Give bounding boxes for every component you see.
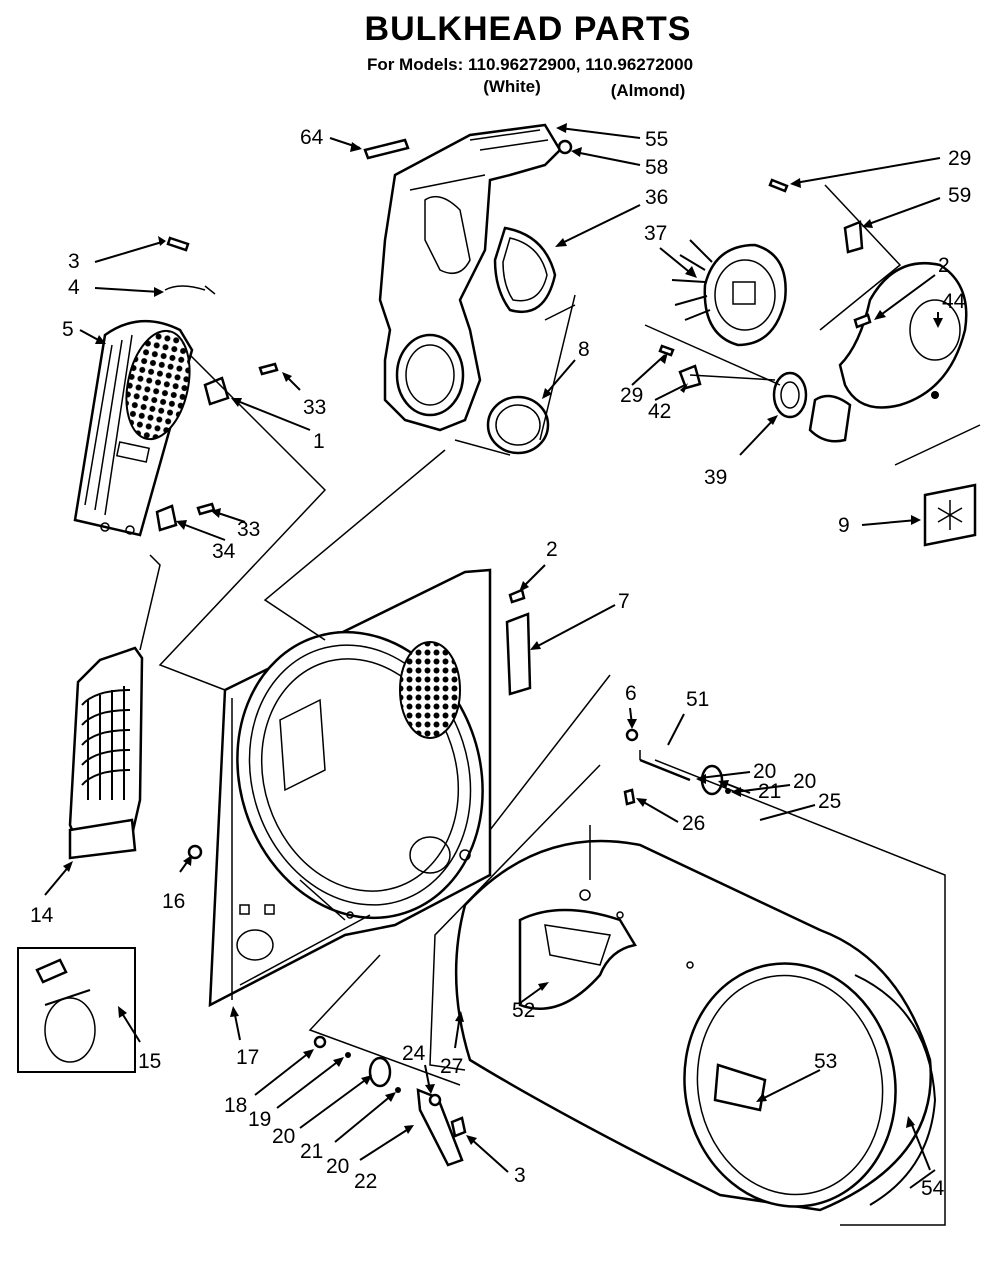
part-33-screw-b xyxy=(196,502,216,516)
callout-59: 59 xyxy=(948,184,971,207)
part-59-bracket xyxy=(843,220,864,254)
part-14-heater xyxy=(68,646,144,860)
callout-36: 36 xyxy=(645,186,668,209)
callout-6: 6 xyxy=(625,682,637,705)
part-26-clip xyxy=(623,788,636,806)
part-19-washer xyxy=(345,1052,351,1058)
models-line: For Models: 110.96272900, 110.96272000 xyxy=(367,55,693,74)
part-2-screw-a xyxy=(853,313,872,329)
callout-8: 8 xyxy=(578,338,590,361)
part-25-drum xyxy=(454,839,937,1212)
part-9-label xyxy=(923,483,977,547)
part-21-roller-b xyxy=(368,1056,392,1088)
callout-58: 58 xyxy=(645,156,668,179)
callout-19: 19 xyxy=(248,1108,271,1131)
part-5-lint-filter xyxy=(73,319,194,537)
callout-27: 27 xyxy=(440,1055,463,1078)
callout-44: 44 xyxy=(942,290,966,313)
callout-64: 64 xyxy=(300,126,324,149)
part-44-blower-housing xyxy=(808,261,968,443)
callout-2-a: 2 xyxy=(938,254,950,277)
part-18-nut xyxy=(313,1035,327,1049)
variant-white: (White) xyxy=(483,77,541,96)
page-title: BULKHEAD PARTS xyxy=(365,10,692,48)
callout-7: 7 xyxy=(618,590,630,613)
callout-20-d: 20 xyxy=(326,1155,349,1178)
callout-55: 55 xyxy=(645,128,668,151)
callout-34: 34 xyxy=(212,540,236,563)
callout-53: 53 xyxy=(814,1050,837,1073)
rear-duct-part xyxy=(378,123,562,432)
part-7-strip xyxy=(505,612,532,696)
part-4-clip xyxy=(164,285,216,295)
callout-37: 37 xyxy=(644,222,667,245)
callout-21-b: 21 xyxy=(300,1140,323,1163)
part-29-screw-b xyxy=(658,344,675,357)
part-51-shaft xyxy=(639,758,691,782)
part-2-screw-b xyxy=(508,588,526,604)
callout-54: 54 xyxy=(921,1177,945,1200)
part-24-nut xyxy=(428,1093,442,1107)
callout-14: 14 xyxy=(30,904,54,927)
callout-29-b: 29 xyxy=(620,384,643,407)
callout-33-b: 33 xyxy=(237,518,260,541)
callout-15: 15 xyxy=(138,1050,161,1073)
callout-24: 24 xyxy=(402,1042,426,1065)
part-34-thermostat xyxy=(155,504,178,532)
callout-17: 17 xyxy=(236,1046,259,1069)
callout-26: 26 xyxy=(682,812,705,835)
callout-29-a: 29 xyxy=(948,147,971,170)
assembly-guide-lines xyxy=(139,184,981,1226)
callout-3-b: 3 xyxy=(514,1164,526,1187)
callout-42: 42 xyxy=(648,400,671,423)
callout-21-a: 21 xyxy=(758,780,781,803)
variant-almond: (Almond) xyxy=(611,81,686,100)
part-64-strip xyxy=(363,138,410,160)
part-37-blower-wheel xyxy=(671,239,787,347)
callout-labels: 64 55 58 36 29 59 37 2 44 3 4 5 33 1 8 2… xyxy=(30,126,971,1200)
part-42-clip xyxy=(678,364,702,390)
callout-52: 52 xyxy=(512,999,535,1022)
callout-2-b: 2 xyxy=(546,538,558,561)
callout-3-a: 3 xyxy=(68,250,80,273)
callout-20-a: 20 xyxy=(753,760,776,783)
part-17-bulkhead xyxy=(208,568,492,1008)
callout-16: 16 xyxy=(162,890,185,913)
part-33-screw-a xyxy=(258,362,279,376)
part-3-screw-a xyxy=(166,236,190,252)
callout-4: 4 xyxy=(68,276,80,299)
part-3-screw-b xyxy=(450,1116,467,1138)
part-20-washer-b xyxy=(395,1087,401,1093)
callout-20-b: 20 xyxy=(793,770,816,793)
part-29-screw-a xyxy=(768,178,789,193)
callout-20-c: 20 xyxy=(272,1125,295,1148)
callout-22: 22 xyxy=(354,1170,377,1193)
callout-1: 1 xyxy=(313,430,325,453)
part-15-kit xyxy=(17,947,136,1073)
part-58-nut xyxy=(557,139,573,155)
part-6-nut xyxy=(625,728,639,742)
callout-39: 39 xyxy=(704,466,727,489)
callout-9: 9 xyxy=(838,514,850,537)
leader-arrows xyxy=(44,123,943,1189)
callout-18: 18 xyxy=(224,1094,247,1117)
callout-33-a: 33 xyxy=(303,396,326,419)
callout-5: 5 xyxy=(62,318,74,341)
callout-25: 25 xyxy=(818,790,841,813)
part-39-gasket xyxy=(772,371,808,419)
callout-51: 51 xyxy=(686,688,709,711)
